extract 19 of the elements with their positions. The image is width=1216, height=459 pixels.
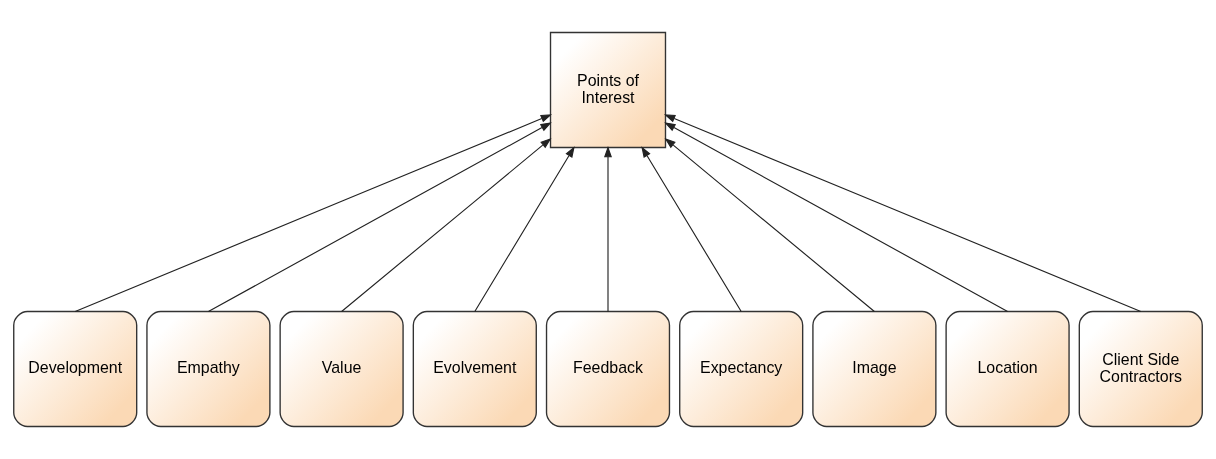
node-box: Location [945, 310, 1070, 428]
node-box: Empathy [146, 310, 271, 428]
arrow [641, 146, 742, 313]
arrow [664, 122, 1009, 313]
arrow [207, 122, 552, 313]
node-box: Evolvement [412, 310, 537, 428]
node-box: Development [13, 310, 138, 428]
arrow [663, 114, 1142, 313]
node-box: Value [279, 310, 404, 428]
node-box: Client Side Contractors [1078, 310, 1203, 428]
arrow [74, 114, 553, 313]
node-box: Points of Interest [549, 31, 667, 149]
arrow [604, 145, 612, 313]
arrow [664, 137, 875, 313]
node-box: Image [812, 310, 937, 428]
arrow [474, 146, 575, 313]
arrow [341, 137, 552, 313]
node-box: Expectancy [679, 310, 804, 428]
node-box: Feedback [545, 310, 671, 428]
